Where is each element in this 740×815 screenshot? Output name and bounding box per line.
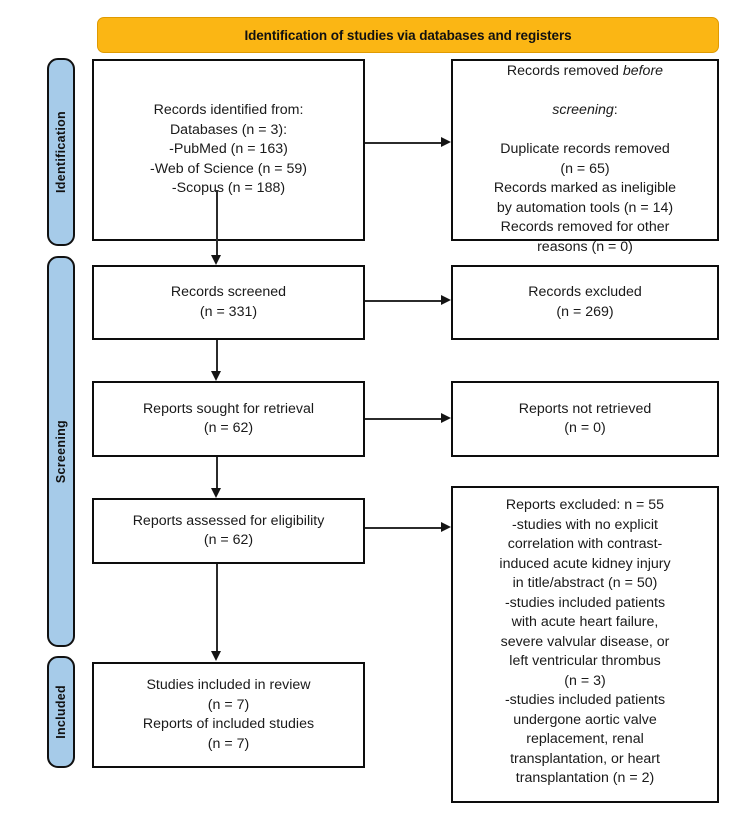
box-records-removed-before-screening: Records removed before screening: Duplic… [451,59,719,255]
connector-sought-to-not-retrieved [365,418,441,420]
arrowhead-identified-to-screened [211,255,221,265]
arrowhead-identified-to-removed [441,137,451,147]
stage-bar-screening: Screening [47,256,75,647]
arrowhead-sought-to-assessed [211,488,221,498]
arrowhead-screened-to-excluded [441,295,451,305]
box-reports-sought-for-retrieval: Reports sought for retrieval (n = 62) [92,381,365,457]
box-reports-excluded-text: Reports excluded: n = 55 -studies with n… [499,497,671,786]
records-removed-before-italic: before [622,63,664,80]
box-records-excluded-text: Records excluded (n = 269) [528,284,642,320]
box-records-identified-text: Records identified from: Databases (n = … [149,102,308,197]
records-removed-line1-pre: Records removed [506,63,623,80]
box-reports-not-retrieved: Reports not retrieved (n = 0) [451,381,719,457]
connector-sought-to-assessed [216,457,218,489]
box-reports-not-retrieved-text: Reports not retrieved (n = 0) [518,400,652,437]
stage-label-included: Included [54,685,68,739]
connector-identified-to-screened [216,190,218,255]
box-reports-excluded: Reports excluded: n = 55 -studies with n… [451,486,719,803]
records-removed-rest: Duplicate records removed (n = 65) Recor… [493,141,677,255]
connector-screened-to-excluded [365,300,441,302]
box-studies-included-in-review: Studies included in review (n = 7) Repor… [92,662,365,768]
connector-assessed-to-reports-excluded [365,527,441,529]
box-records-excluded: Records excluded (n = 269) [451,265,719,340]
records-removed-colon: : [613,102,618,119]
box-reports-assessed-text: Reports assessed for eligibility (n = 62… [132,512,325,549]
box-records-screened-text: Records screened (n = 331) [170,284,287,320]
connector-identified-to-removed [365,142,441,144]
box-reports-assessed-for-eligibility: Reports assessed for eligibility (n = 62… [92,498,365,564]
connector-screened-to-sought [216,340,218,372]
box-records-removed-text: Records removed before screening: Duplic… [494,43,676,258]
arrowhead-sought-to-not-retrieved [441,413,451,423]
banner-identification-header: Identification of studies via databases … [97,17,719,53]
stage-bar-identification: Identification [47,58,75,246]
banner-label: Identification of studies via databases … [244,27,572,43]
arrowhead-assessed-to-reports-excluded [441,522,451,532]
box-records-screened: Records screened (n = 331) [92,265,365,340]
stage-label-identification: Identification [54,111,68,193]
arrowhead-screened-to-sought [211,371,221,381]
box-reports-sought-text: Reports sought for retrieval (n = 62) [142,400,315,437]
box-records-identified: Records identified from: Databases (n = … [92,59,365,241]
box-studies-included-text: Studies included in review (n = 7) Repor… [142,677,315,752]
stage-label-screening: Screening [54,419,68,484]
records-removed-screening-italic: screening [552,102,614,119]
connector-assessed-to-included [216,564,218,652]
stage-bar-included: Included [47,656,75,768]
arrowhead-assessed-to-included [211,651,221,661]
